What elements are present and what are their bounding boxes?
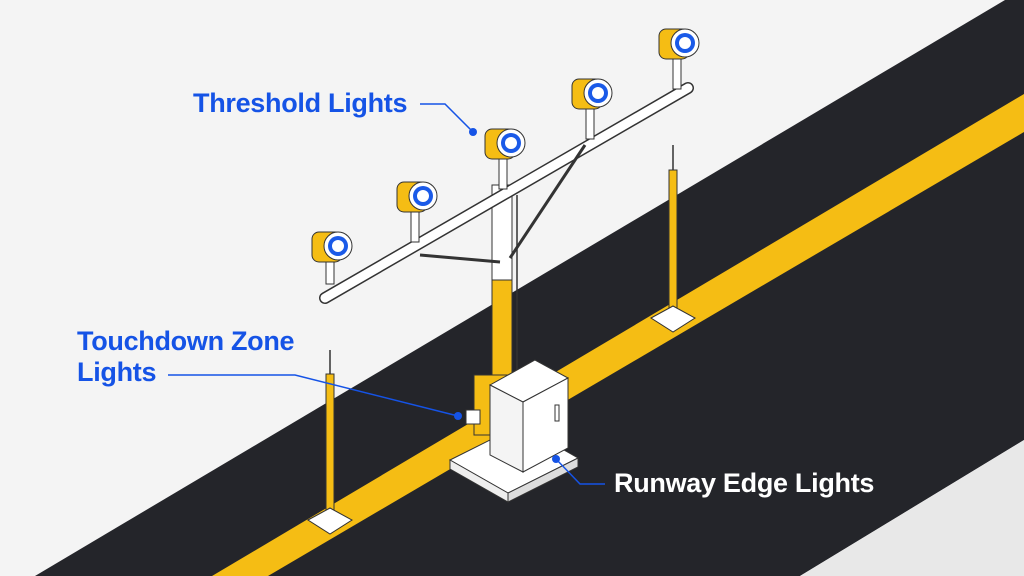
touchdown-zone-lights-label: Touchdown Zone Lights	[77, 326, 295, 388]
control-cabinet	[465, 359, 570, 473]
edge-light-left	[307, 350, 353, 535]
edge-light-right	[650, 145, 696, 333]
threshold-light-heads	[311, 28, 700, 285]
touchdown-label-line1: Touchdown Zone	[77, 326, 295, 356]
runway-shoulder	[800, 440, 1024, 576]
leader-lines	[168, 103, 605, 485]
runway-surface	[35, 0, 1024, 576]
threshold-lights-label: Threshold Lights	[193, 88, 408, 118]
touchdown-label-line2: Lights	[77, 357, 157, 387]
runway-edge-lights-label: Runway Edge Lights	[614, 468, 875, 498]
yellow-stripe	[212, 94, 1024, 576]
crossbar	[319, 82, 694, 304]
